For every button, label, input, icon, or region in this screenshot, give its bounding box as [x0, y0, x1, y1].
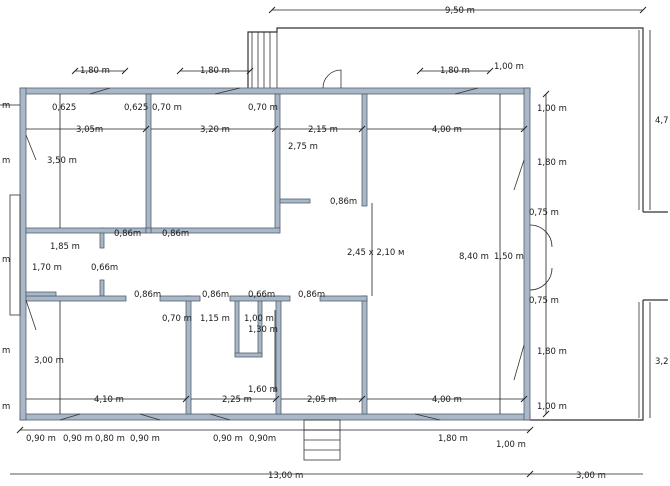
label-big-height: 8,40 m	[459, 252, 489, 262]
label-room-f-width: 2,25 m	[222, 395, 252, 405]
label-hall-185: 1,85 m	[50, 242, 80, 252]
label-room-e-height: 3,00 m	[34, 356, 64, 366]
label-left-m2: m	[2, 156, 10, 166]
label-right-top: 4,7	[655, 116, 669, 126]
label-room-a-width: 3,05m	[76, 125, 103, 135]
label-right-100a: 1,00 m	[537, 104, 567, 114]
label-bot-180: 1,80 m	[438, 434, 468, 444]
label-room-b-width: 3,20 m	[200, 125, 230, 135]
label-bot-090-3: 0,90 m	[130, 434, 160, 444]
label-bottom-right: 3,00 m	[576, 471, 606, 481]
label-left-m1: m	[2, 101, 10, 111]
label-bot-100: 1,00 m	[496, 440, 526, 450]
label-bot-090-1: 0,90 m	[26, 434, 56, 444]
label-0625a: 0,625	[52, 103, 76, 113]
label-left-m5: m	[2, 402, 10, 412]
label-top-3: 1,80 m	[440, 66, 470, 76]
label-0625b: 0,625	[124, 103, 148, 113]
label-room-h-width: 4,00 m	[432, 395, 462, 405]
walls	[19, 87, 531, 421]
label-door-086-4: 0,86m	[134, 290, 161, 300]
label-door-066b: 0,66m	[248, 290, 275, 300]
dimension-labels: 9,50 m 13,00 m 3,00 m 4,7 3,2 1,80 m 1,8…	[2, 6, 669, 481]
label-top-2: 1,80 m	[200, 66, 230, 76]
label-070b: 0,70 m	[248, 103, 278, 113]
label-right-100b: 1,00 m	[537, 402, 567, 412]
dimension-ticks	[16, 6, 647, 478]
label-left-m4: m	[2, 346, 10, 356]
label-room-d-width: 4,00 m	[432, 125, 462, 135]
label-160: 1,60 m	[248, 385, 278, 395]
label-130: 1,30 m	[248, 325, 278, 335]
label-top-4: 1,00 m	[494, 62, 524, 72]
label-door-086-1: 0,86m	[114, 229, 141, 239]
doors	[9, 69, 553, 461]
label-top-1: 1,80 m	[80, 66, 110, 76]
label-door-086-6: 0,86m	[298, 290, 325, 300]
label-right-075b: 0,75 m	[529, 296, 559, 306]
label-big-opening: 2,45 x 2,10 м	[347, 248, 404, 258]
label-top-overall: 9,50 m	[445, 6, 475, 16]
terrace-outline	[247, 27, 668, 421]
label-window-150: 1,50 m	[494, 252, 524, 262]
label-right-bottom: 3,2	[655, 357, 669, 367]
label-right-180a: 1,80 m	[537, 158, 567, 168]
label-bot-090-5: 0,90m	[249, 434, 276, 444]
label-100: 1,00 m	[244, 314, 274, 324]
label-hall-170: 1,70 m	[32, 263, 62, 273]
label-door-086-5: 0,86m	[202, 290, 229, 300]
label-bot-090-2: 0,90 m	[63, 434, 93, 444]
label-bot-090-4: 0,90 m	[213, 434, 243, 444]
label-room-c-height: 2,75 m	[288, 142, 318, 152]
label-room-c-width: 2,15 m	[308, 125, 338, 135]
label-room-a-height: 3,50 m	[47, 156, 77, 166]
label-door-086-3: 0,86m	[330, 197, 357, 207]
label-door-086-2: 0,86m	[162, 229, 189, 239]
label-right-075a: 0,75 m	[529, 208, 559, 218]
label-room-e-width: 4,10 m	[94, 395, 124, 405]
label-070a: 0,70 m	[152, 103, 182, 113]
dimension-lines	[0, 9, 651, 475]
label-left-m3: m	[2, 255, 10, 265]
label-bot-080-1: 0,80 m	[95, 434, 125, 444]
label-115: 1,15 m	[200, 314, 230, 324]
label-door-066: 0,66m	[91, 263, 118, 273]
label-bottom-overall: 13,00 m	[268, 471, 303, 481]
label-room-g-width: 2,05 m	[307, 395, 337, 405]
label-070c: 0,70 m	[162, 314, 192, 324]
label-right-180b: 1,80 m	[537, 347, 567, 357]
